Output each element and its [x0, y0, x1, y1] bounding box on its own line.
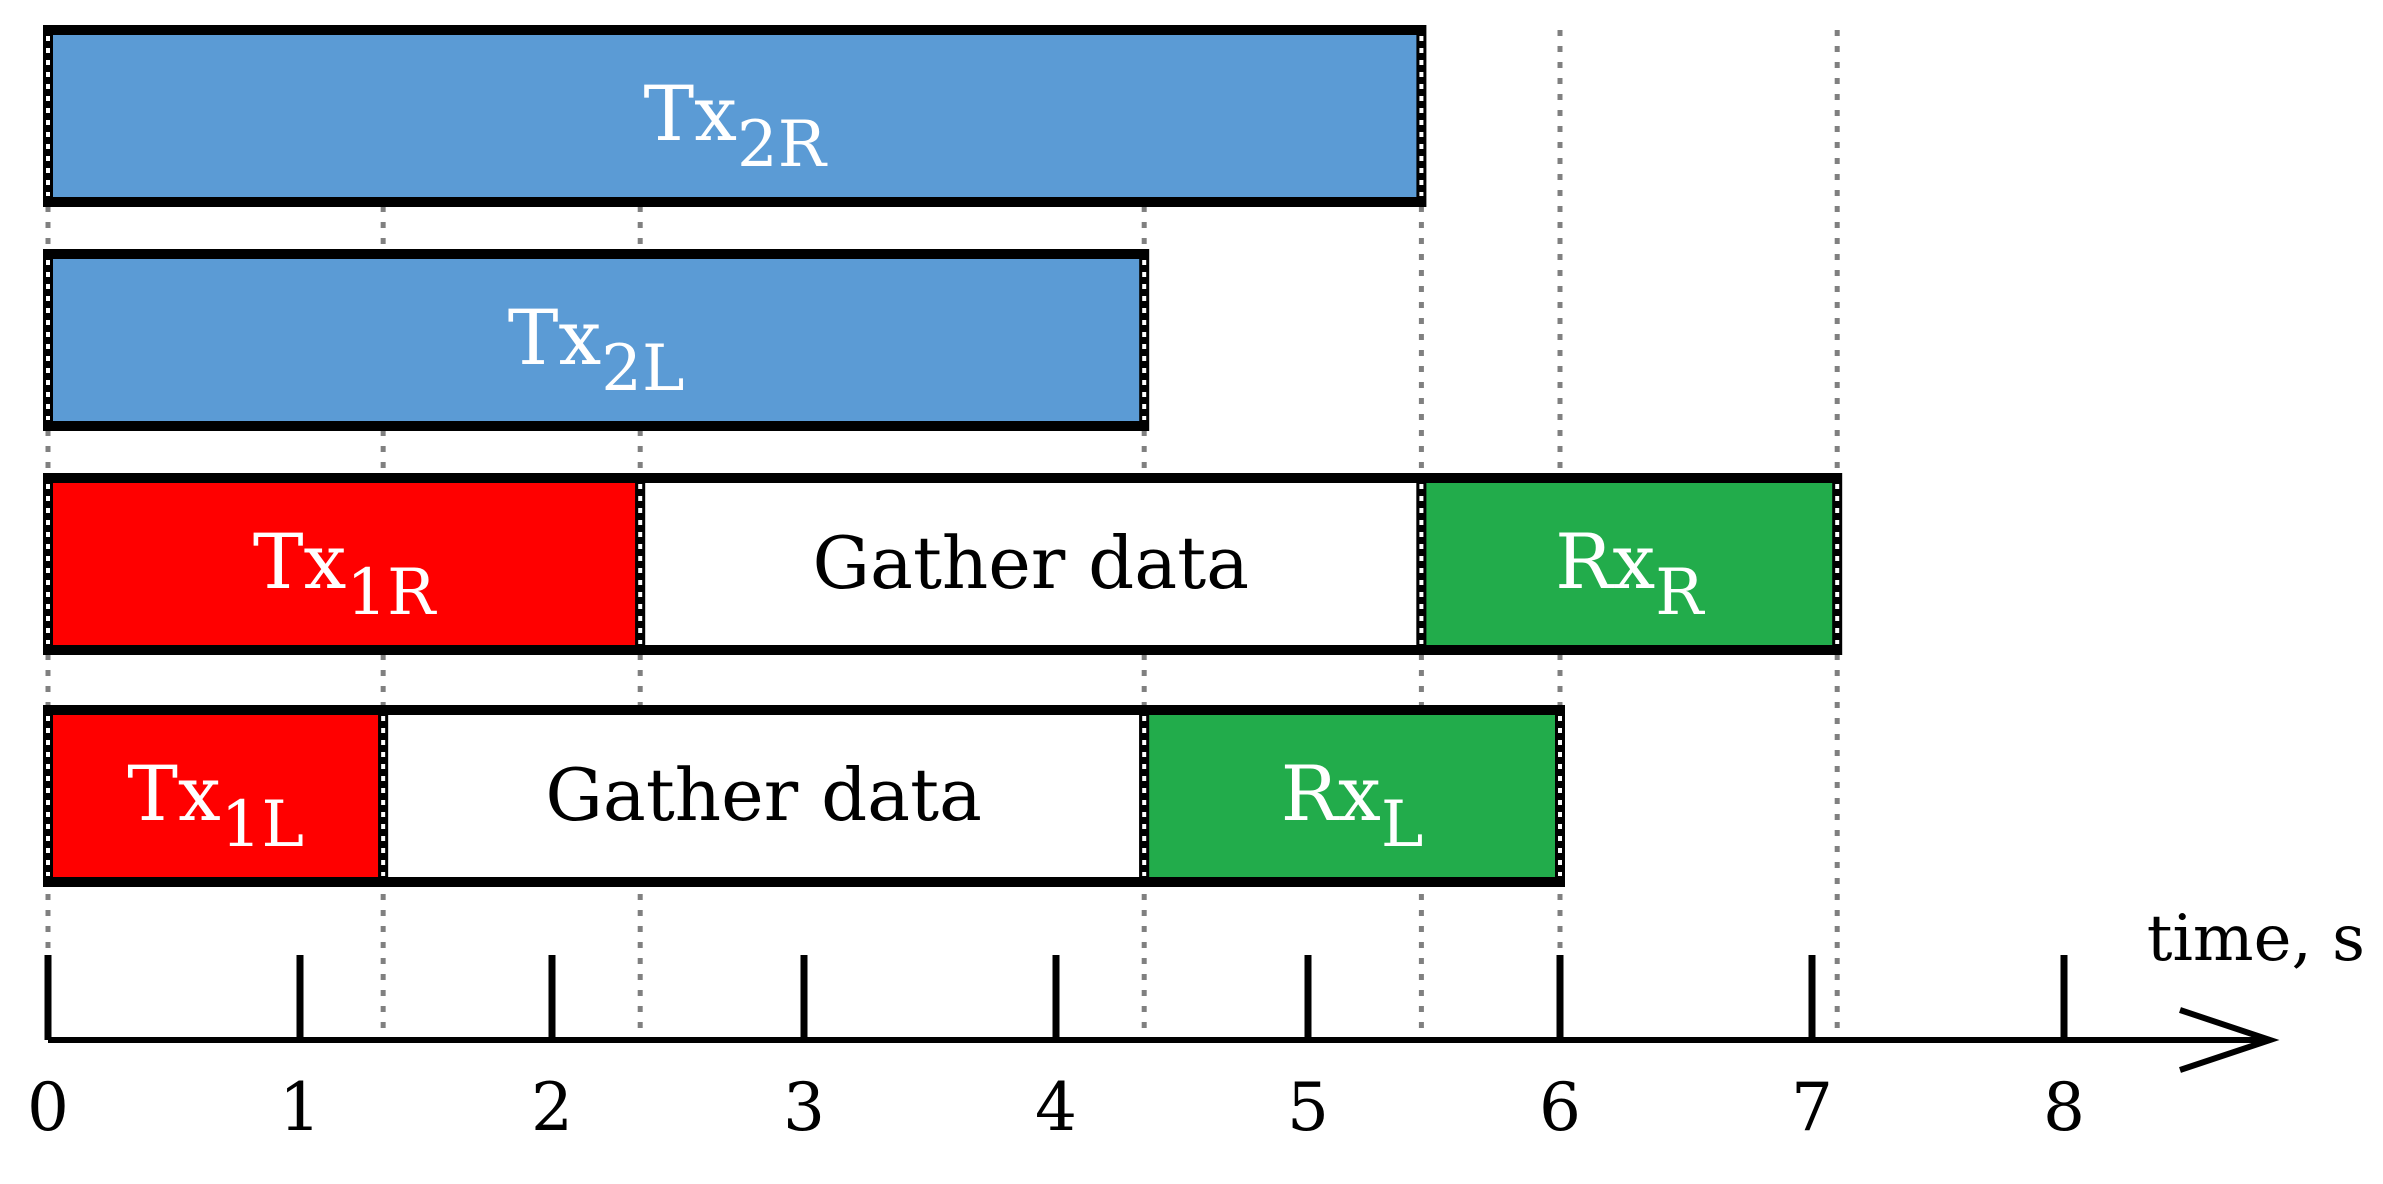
segment-tx1-bar: [43, 705, 389, 887]
segment-rx-bar: [1416, 473, 1843, 655]
segment-label: Tx1L: [127, 749, 304, 862]
time-axis: time, s 0 1 2 3 4 5 6 7 8: [27, 902, 2365, 1146]
segment-label-main: Tx: [253, 517, 347, 606]
row-tx2r: Tx2R: [43, 25, 1427, 207]
segment-rx-bar: [1139, 705, 1565, 887]
time-axis-tick-label: 0: [27, 1069, 69, 1146]
segment-gather-bar: [635, 473, 1427, 655]
segment-label-main: Rx: [1555, 517, 1655, 606]
time-axis-tick-label: 4: [1035, 1069, 1077, 1146]
segment-label: Gather data: [545, 753, 982, 837]
time-axis-arrowhead: [2179, 1007, 2280, 1073]
time-axis-tick-label: 5: [1287, 1069, 1329, 1146]
segment-label-main: Tx: [127, 749, 221, 838]
row-left-link: Tx1L Gather data RxL: [43, 705, 1565, 887]
time-axis-label: time, s: [2147, 902, 2365, 976]
segment-label-main: Rx: [1281, 749, 1381, 838]
segment-label: Tx1R: [253, 517, 437, 630]
segment-label-main: Gather data: [545, 753, 982, 837]
time-axis-tick-label: 6: [1539, 1069, 1581, 1146]
segment-label-main: Tx: [508, 293, 602, 382]
row-tx2l: Tx2L: [43, 249, 1150, 431]
segment-label-main: Tx: [643, 69, 737, 158]
row-right-link: Tx1R Gather data RxR: [43, 473, 1843, 655]
time-axis-tick-label: 7: [1791, 1069, 1833, 1146]
segment-label: RxL: [1281, 749, 1424, 862]
segment-tx2-bar: [43, 25, 1427, 207]
segment-label-main: Gather data: [813, 521, 1250, 605]
segment-gather-bar: [378, 705, 1150, 887]
segment-label-subscript: 2R: [737, 108, 828, 182]
segment-label-subscript: 2L: [601, 332, 684, 406]
segment-label: Tx2R: [643, 69, 827, 182]
segment-tx1-bar: [43, 473, 646, 655]
time-axis-tick-label: 8: [2043, 1069, 2085, 1146]
segment-label: RxR: [1555, 517, 1705, 630]
time-axis-tick-label: 2: [531, 1069, 573, 1146]
segment-label-subscript: 1R: [346, 556, 437, 630]
segment-label: Tx2L: [508, 293, 685, 406]
segment-label: Gather data: [813, 521, 1250, 605]
segment-tx2-bar: [43, 249, 1150, 431]
time-axis-tick-label: 3: [783, 1069, 825, 1146]
segment-label-subscript: R: [1655, 556, 1705, 630]
time-axis-tick-label: 1: [279, 1069, 321, 1146]
segment-label-subscript: 1L: [221, 788, 304, 862]
segment-label-subscript: L: [1381, 788, 1424, 862]
